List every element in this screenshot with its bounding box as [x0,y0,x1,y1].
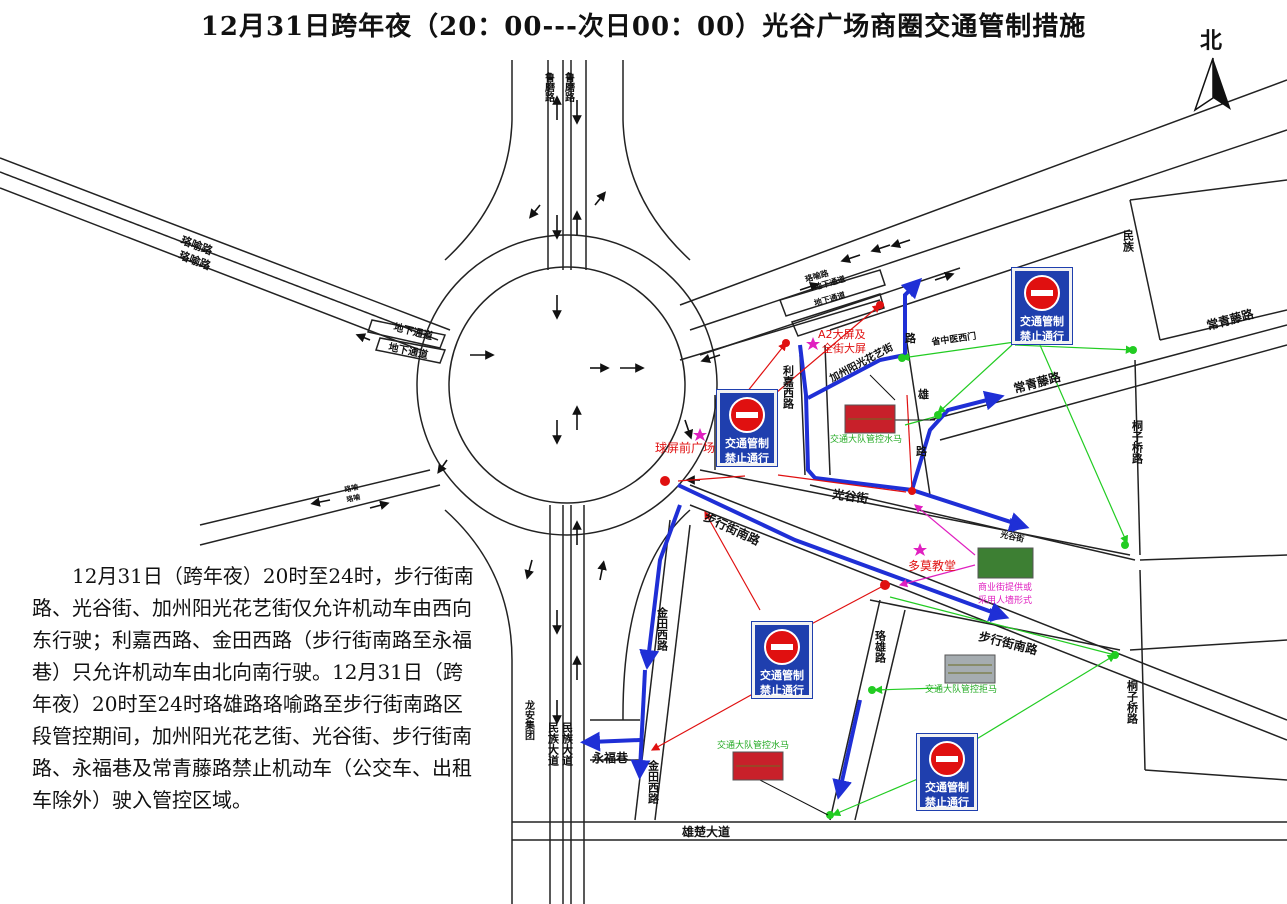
landmark-stars [693,337,927,556]
road-label-jintian-1: 金田西路 [656,606,670,652]
sign-line-1: 交通管制 [760,669,804,682]
road-label-guanggu-1: 光谷街 [831,486,870,506]
road-label-xiongchu: 雄楚大道 [681,824,730,839]
measure-water-horse-1: 交通大队管控水马 [830,433,902,445]
road-label-longan: 龙安集团 [523,699,536,741]
green-control-points [826,346,1137,819]
road-label-minzu-2: 民族大道 [561,722,574,767]
no-entry-icon [929,741,965,777]
no-entry-sign: 交通管制 禁止通行 [916,733,978,811]
road-label-lijia: 利嘉西路 [782,364,796,410]
description-text: 12月31日（跨年夜）20时至24时，步行街南路、光谷街、加州阳光花艺街仅允许机… [32,564,474,812]
road-label-buxing-1: 步行街南路 [702,509,764,548]
red-control-points [660,301,916,590]
road-label-yishan: 民族 [1122,230,1135,253]
sign-line-2: 禁止通行 [925,796,969,809]
road-label-luoxiong-low: 路 [916,444,928,458]
road-label-underpass-4: 地下通道 [813,289,847,307]
roundabout [416,234,718,536]
road-label-luoxiong-mid: 雄 [917,387,929,401]
place-a2-screen: A2大屏及 [818,327,866,341]
measure-water-horse-2: 交通大队管控水马 [717,739,789,751]
no-entry-icon [729,397,765,433]
sign-line-1: 交通管制 [925,781,969,794]
sign-line-2: 禁止通行 [725,452,769,465]
no-entry-sign: 交通管制 禁止通行 [751,621,813,699]
no-entry-sign: 交通管制 禁止通行 [716,389,778,467]
road-label-lumo: 鲁磨路 [543,71,556,103]
note-commercial-1: 商业街提供或 [978,581,1032,593]
no-entry-sign: 交通管制 禁止通行 [1011,267,1073,345]
controlled-route-arrowheads [633,283,1025,778]
no-entry-icon [764,629,800,665]
road-label-tongzi-1: 桐子桥路 [1131,419,1144,465]
crowd-wall-photo [977,547,1034,579]
north-label: 北 [1200,29,1222,54]
no-entry-icon [1024,275,1060,311]
place-duoying-church: 多莫教堂 [908,558,956,573]
red-control-lines [650,304,913,751]
road-label-minzu-1: 民族大道 [547,722,560,767]
barricade-photo [944,654,996,684]
north-arrow-icon [1193,57,1231,112]
controlled-routes [580,277,1030,800]
sign-line-2: 禁止通行 [1020,330,1064,343]
road-label-yongfu: 永福巷 [591,750,629,765]
star-icon [693,428,707,441]
measure-barricade: 交通大队管控拒马 [925,683,997,695]
sign-line-1: 交通管制 [725,437,769,450]
place-a2-screen-2: 全街大屏 [822,341,866,355]
road-label-luoxiong-top: 路 [905,331,917,345]
note-lines [898,504,976,588]
photo-pointer-lines [759,374,935,816]
star-icon [913,543,927,556]
road-label-hospital-gate: 省中医西门 [930,330,977,348]
page-title: 12月31日跨年夜（20：00---次日00：00）光谷广场商圈交通管制措施 [200,12,1087,42]
sign-line-2: 禁止通行 [760,684,804,697]
road-network [0,60,1287,904]
road-label-changqing-1: 常青藤路 [1205,306,1256,333]
road-label-luoyu-sw-2: 珞喻 [346,492,363,504]
sign-line-1: 交通管制 [1020,315,1064,328]
place-qiupin-square: 球屏前广场 [655,440,715,455]
note-commercial-2: 采用人墙形式 [978,594,1032,606]
road-label-luoyu-sw-1: 珞喻 [344,482,361,494]
road-label-luoxiong-lu: 珞雄路 [874,629,888,664]
road-label-jintian-2: 金田西路 [647,759,661,805]
star-icon [806,337,820,350]
road-label-lumo-2: 鲁磨路 [563,71,576,103]
road-label-tongzi-2: 桐子桥路 [1126,679,1139,725]
